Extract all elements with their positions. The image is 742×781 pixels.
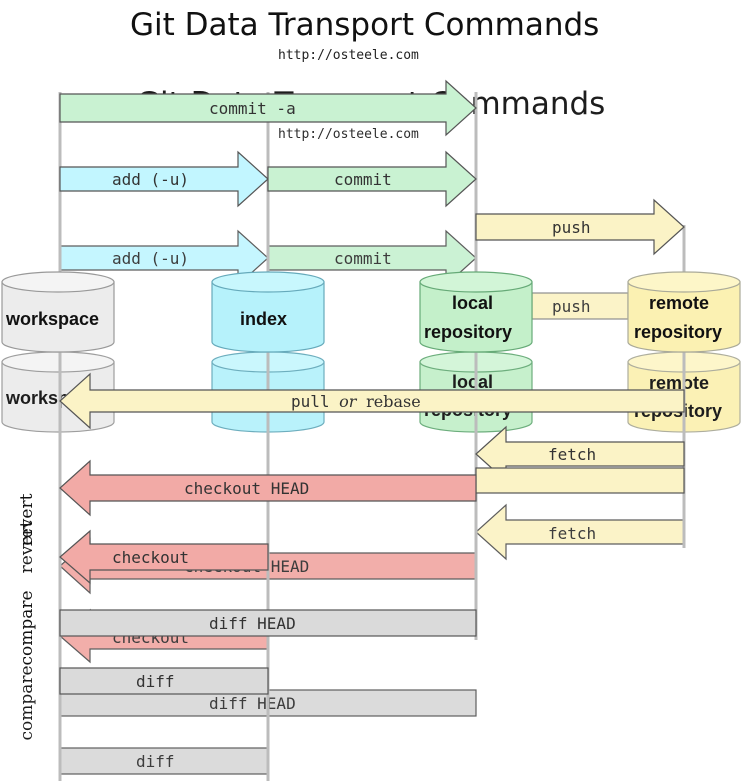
- add-arrow: add (-u): [59, 150, 269, 208]
- source-url: http://osteele.com: [278, 48, 419, 63]
- ghost-push-label: push: [552, 297, 591, 316]
- fetch-underbar: [475, 467, 685, 494]
- add-label: add (-u): [112, 170, 189, 189]
- pull-word: pull: [291, 392, 330, 411]
- revert-label: revert: [17, 493, 37, 546]
- ghost-local-label: local: [452, 372, 493, 392]
- commit-a-arrow: commit -a: [59, 79, 477, 137]
- diff-label: diff: [136, 672, 175, 691]
- ghost-fetch-label: fetch: [548, 524, 596, 543]
- checkout-label: checkout: [112, 548, 189, 567]
- ghost-diff-bar: diff: [59, 747, 269, 775]
- ghost-compare-label: compare: [17, 665, 37, 740]
- fetch-label: fetch: [548, 445, 596, 464]
- remote-label-line1: remote: [649, 293, 709, 313]
- push-arrow: push: [475, 198, 685, 256]
- commit-arrow: commit: [267, 150, 477, 208]
- workspace-cylinder: workspace: [1, 271, 115, 353]
- remote-label-line2: repository: [634, 322, 722, 342]
- ghost-commit-label: commit: [334, 249, 392, 268]
- local-label-line1: local: [452, 293, 493, 313]
- diff-head-bar: diff HEAD: [59, 609, 477, 637]
- ghost-diff-head-label: diff HEAD: [209, 694, 296, 713]
- lifelines: [58, 92, 686, 781]
- ghost-add-label: add (-u): [112, 249, 189, 268]
- checkout-arrow: checkout: [59, 529, 269, 585]
- ghost-commit-arrow: commit: [267, 229, 477, 287]
- pull-rebase-arrow: pull or rebase: [59, 372, 685, 430]
- local-label-line2: repository: [424, 322, 512, 342]
- diff-bar: diff: [59, 667, 269, 695]
- ghost-url: http://osteele.com: [278, 127, 419, 142]
- rebase-word: rebase: [366, 392, 421, 411]
- checkout-head-label: checkout HEAD: [184, 479, 309, 498]
- remote-repository-cylinder: remote repository: [627, 271, 741, 353]
- workspace-label: workspace: [5, 309, 99, 329]
- pull-rebase-label: pull or rebase: [291, 392, 421, 411]
- local-repository-cylinder: local repository: [419, 271, 533, 353]
- ghost-fetch-arrow: fetch: [475, 503, 685, 561]
- push-label: push: [552, 218, 591, 237]
- ghost-revert-label: revert: [17, 520, 37, 573]
- index-label: index: [240, 309, 287, 329]
- or-word: or: [339, 392, 358, 411]
- index-cylinder: index: [211, 271, 325, 353]
- compare-label: compare: [17, 590, 37, 665]
- page-title: Git Data Transport Commands: [130, 7, 599, 43]
- diff-head-label: diff HEAD: [209, 614, 296, 633]
- commit-a-label: commit -a: [209, 99, 296, 118]
- checkout-head-arrow: checkout HEAD: [59, 459, 477, 517]
- ghost-remote-label: remote: [649, 373, 709, 393]
- ghost-push-arrow: push: [531, 292, 629, 320]
- commit-label: commit: [334, 170, 392, 189]
- ghost-diff-label: diff: [136, 752, 175, 771]
- ghost-add-arrow: add (-u): [59, 229, 269, 287]
